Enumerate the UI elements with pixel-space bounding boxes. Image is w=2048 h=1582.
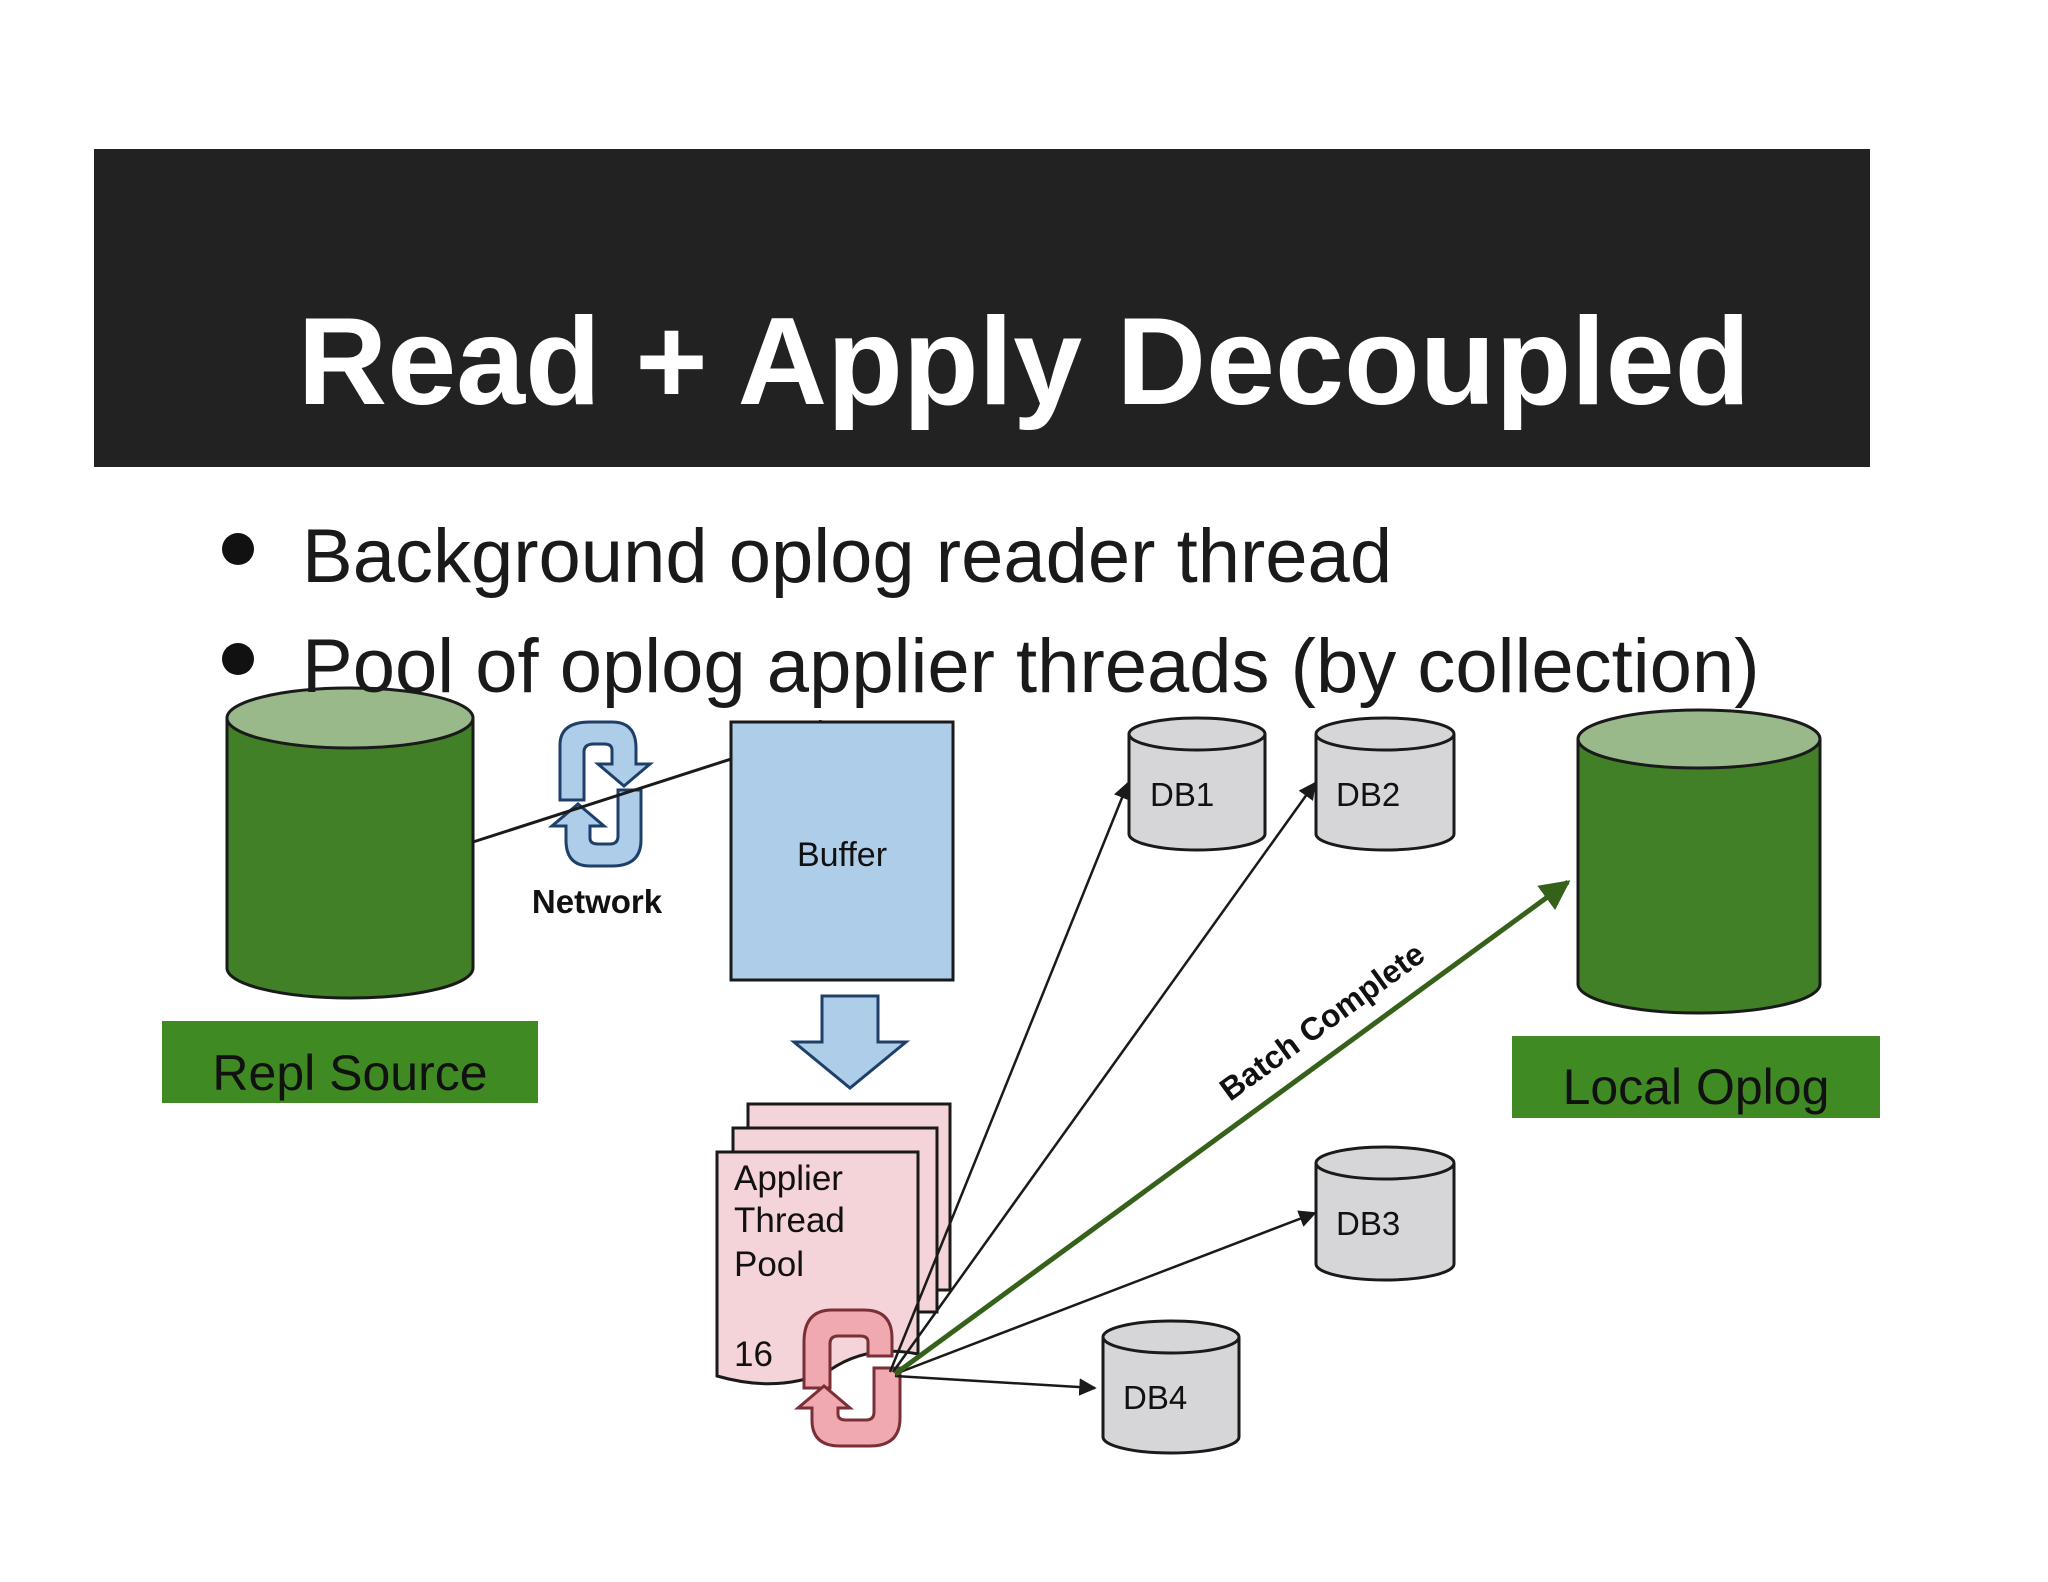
batch-complete-label: Batch Complete <box>1213 935 1431 1107</box>
apply-arrow-db4 <box>894 1374 1097 1396</box>
db2-label: DB2 <box>1336 776 1400 813</box>
repl-source-database-icon <box>225 686 475 1000</box>
db2-database-icon <box>1314 716 1456 852</box>
db4-database-icon <box>1101 1319 1241 1455</box>
repl-source-label-box <box>162 1021 538 1103</box>
local-oplog-database-icon <box>1576 708 1822 1015</box>
batch-complete-arrow <box>893 879 1571 1377</box>
db4-label: DB4 <box>1123 1379 1187 1416</box>
local-oplog-label-box <box>1512 1036 1880 1118</box>
buffer-box <box>729 720 955 982</box>
buffer-label: Buffer <box>797 836 887 874</box>
bullet-text: Pool of oplog applier threads (by collec… <box>302 624 1760 709</box>
applier-cycle-icon <box>793 1308 902 1448</box>
applier-pool-line-1: Applier <box>734 1159 843 1198</box>
apply-arrow-db2 <box>891 781 1317 1373</box>
applier-pool-count: 16 <box>734 1335 773 1374</box>
repl-source-label: Repl Source <box>212 1045 487 1101</box>
bullet-text: Background oplog reader thread <box>302 514 1393 599</box>
db3-database-icon <box>1314 1145 1456 1282</box>
bullet-dot-icon <box>222 643 254 675</box>
network-label: Network <box>532 883 663 920</box>
bullet-dot-icon <box>222 533 254 565</box>
applier-thread-pool <box>715 1102 952 1386</box>
network-sync-icon <box>547 720 655 868</box>
buffer-to-pool-arrow-icon <box>789 994 911 1090</box>
db3-label: DB3 <box>1336 1205 1400 1242</box>
db1-label: DB1 <box>1150 776 1214 813</box>
title-bar <box>94 149 1870 467</box>
slide-title: Read + Apply Decoupled <box>297 293 1751 431</box>
db1-database-icon <box>1127 716 1267 852</box>
local-oplog-label: Local Oplog <box>1563 1059 1830 1115</box>
apply-arrow-db3 <box>894 1210 1317 1376</box>
applier-pool-line-2: Thread <box>734 1201 845 1240</box>
apply-arrow-db1 <box>888 781 1131 1373</box>
applier-pool-line-3: Pool <box>734 1245 804 1284</box>
